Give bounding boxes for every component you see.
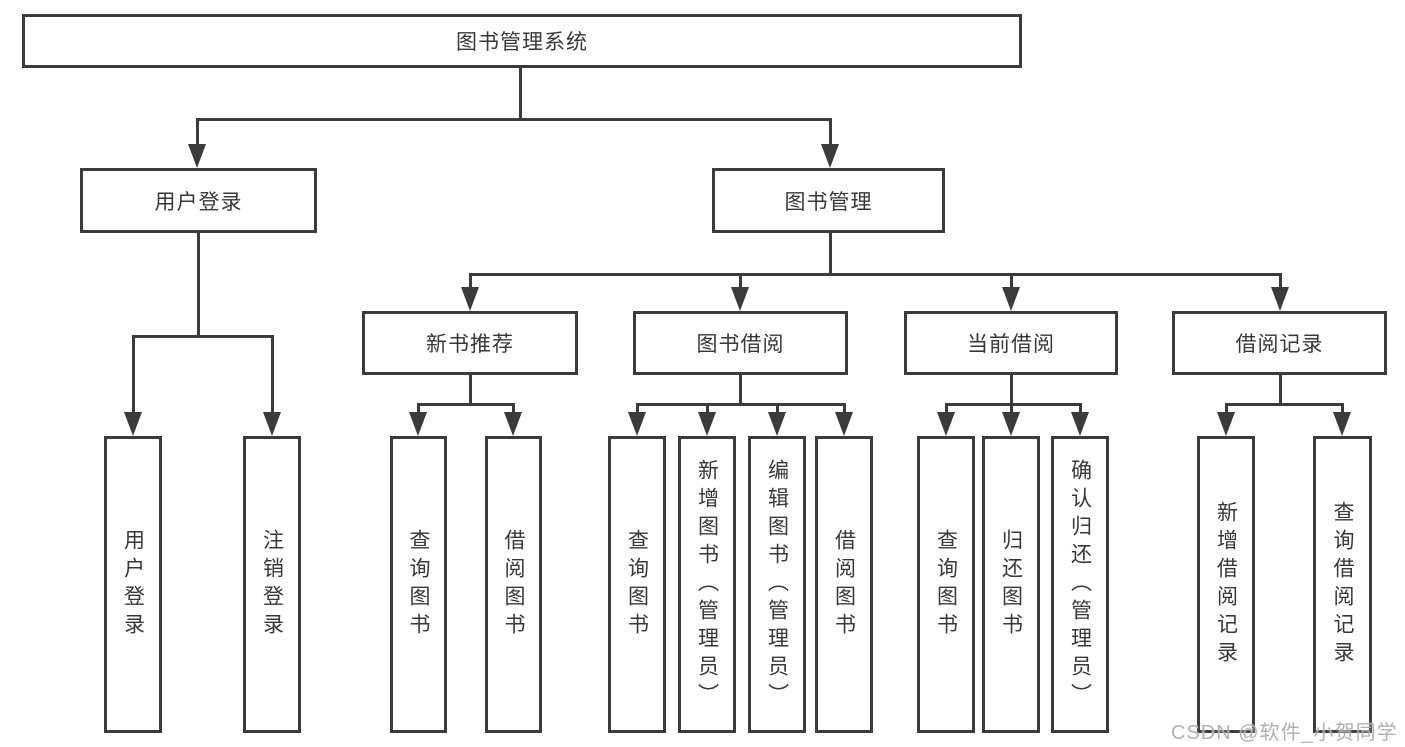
leaf-bb-borrow-books: 借阅图书 <box>815 436 873 733</box>
leaf-logout-login-label: 注销登录 <box>260 528 284 641</box>
arrow-down-icon <box>1002 412 1020 436</box>
arrow-down-icon <box>124 412 142 436</box>
arrow-down-icon <box>1333 412 1351 436</box>
watermark: CSDN @软件_小贺同学 <box>1171 722 1398 744</box>
leaf-cb-return-books-label: 归还图书 <box>999 528 1023 641</box>
leaf-br-query-borrow-record: 查询借阅记录 <box>1313 436 1372 733</box>
connector-line <box>1341 403 1344 414</box>
node-user-login-label: 用户登录 <box>154 190 243 214</box>
leaf-cb-confirm-return-admin: 确认归还（管理员） <box>1051 436 1109 733</box>
connector-line <box>469 375 472 403</box>
leaf-bb-edit-books-admin-label: 编辑图书（管理员） <box>765 458 789 711</box>
leaf-bb-borrow-books-label: 借阅图书 <box>832 528 856 641</box>
node-root: 图书管理系统 <box>22 14 1022 68</box>
connector-line <box>519 68 522 118</box>
connector-line <box>196 118 832 121</box>
arrow-down-icon <box>835 412 853 436</box>
arrow-down-icon <box>461 287 479 311</box>
connector-line <box>417 403 515 406</box>
node-book-borrow: 图书借阅 <box>633 311 848 375</box>
node-book-borrow-label: 图书借阅 <box>696 333 785 356</box>
connector-line <box>739 375 742 403</box>
arrow-down-icon <box>731 287 749 311</box>
leaf-cb-confirm-return-admin-label: 确认归还（管理员） <box>1068 458 1092 711</box>
node-borrow-records-label: 借阅记录 <box>1235 333 1324 356</box>
connector-line <box>1010 375 1013 403</box>
connector-line <box>945 403 1082 406</box>
leaf-br-query-borrow-record-label: 查询借阅记录 <box>1331 500 1354 669</box>
connector-line <box>197 233 200 335</box>
node-book-management: 图书管理 <box>712 168 945 233</box>
leaf-bb-add-books-admin: 新增图书（管理员） <box>678 436 736 733</box>
leaf-nb-borrow-books-label: 借阅图书 <box>502 528 525 641</box>
leaf-bb-query-books-label: 查询图书 <box>625 528 649 641</box>
node-borrow-records: 借阅记录 <box>1172 311 1387 375</box>
arrow-down-icon <box>504 412 522 436</box>
arrow-down-icon <box>409 412 427 436</box>
leaf-cb-query-books: 查询图书 <box>917 436 975 733</box>
arrow-down-icon <box>937 412 955 436</box>
connector-line <box>636 403 846 406</box>
connector-line <box>512 403 515 414</box>
leaf-nb-query-books-label: 查询图书 <box>407 528 430 641</box>
leaf-nb-borrow-books: 借阅图书 <box>485 436 542 733</box>
node-new-book-recommend: 新书推荐 <box>362 311 578 375</box>
leaf-br-add-borrow-record: 新增借阅记录 <box>1197 436 1255 733</box>
connector-line <box>843 403 846 414</box>
arrow-down-icon <box>628 412 646 436</box>
connector-line <box>829 233 832 273</box>
leaf-br-add-borrow-record-label: 新增借阅记录 <box>1214 500 1238 669</box>
connector-line <box>636 403 639 414</box>
leaf-user-login: 用户登录 <box>104 436 162 733</box>
connector-line <box>132 335 274 338</box>
connector-line <box>706 403 709 414</box>
connector-line <box>739 273 742 291</box>
connector-line <box>1225 403 1344 406</box>
leaf-cb-return-books: 归还图书 <box>982 436 1040 733</box>
arrow-down-icon <box>1071 412 1089 436</box>
leaf-user-login-label: 用户登录 <box>121 528 145 641</box>
connector-line <box>1010 273 1013 291</box>
leaf-nb-query-books: 查询图书 <box>390 436 447 733</box>
connector-line <box>1279 273 1282 291</box>
node-current-borrow: 当前借阅 <box>904 311 1118 375</box>
node-book-management-label: 图书管理 <box>784 190 873 214</box>
node-user-login: 用户登录 <box>80 168 317 233</box>
connector-line <box>1010 403 1013 414</box>
arrow-down-icon <box>821 144 839 168</box>
connector-line <box>417 403 420 414</box>
leaf-bb-query-books: 查询图书 <box>608 436 666 733</box>
connector-line <box>829 118 832 146</box>
connector-line <box>1079 403 1082 414</box>
connector-line <box>1225 403 1228 414</box>
node-root-label: 图书管理系统 <box>456 31 588 54</box>
connector-line <box>271 335 274 414</box>
connector-line <box>945 403 948 414</box>
connector-line <box>469 273 472 291</box>
connector-line <box>1279 375 1282 403</box>
arrow-down-icon <box>263 412 281 436</box>
arrow-down-icon <box>698 412 716 436</box>
leaf-bb-add-books-admin-label: 新增图书（管理员） <box>695 458 719 711</box>
arrow-down-icon <box>188 144 206 168</box>
connector-line <box>196 118 199 146</box>
connector-line <box>469 273 1282 276</box>
leaf-bb-edit-books-admin: 编辑图书（管理员） <box>748 436 806 733</box>
leaf-cb-query-books-label: 查询图书 <box>934 528 958 641</box>
connector-line <box>132 335 135 414</box>
arrow-down-icon <box>1271 287 1289 311</box>
leaf-logout-login: 注销登录 <box>243 436 301 733</box>
node-current-borrow-label: 当前借阅 <box>967 333 1055 356</box>
node-new-book-recommend-label: 新书推荐 <box>426 333 514 356</box>
connector-line <box>776 403 779 414</box>
arrow-down-icon <box>1002 287 1020 311</box>
arrow-down-icon <box>1217 412 1235 436</box>
arrow-down-icon <box>768 412 786 436</box>
